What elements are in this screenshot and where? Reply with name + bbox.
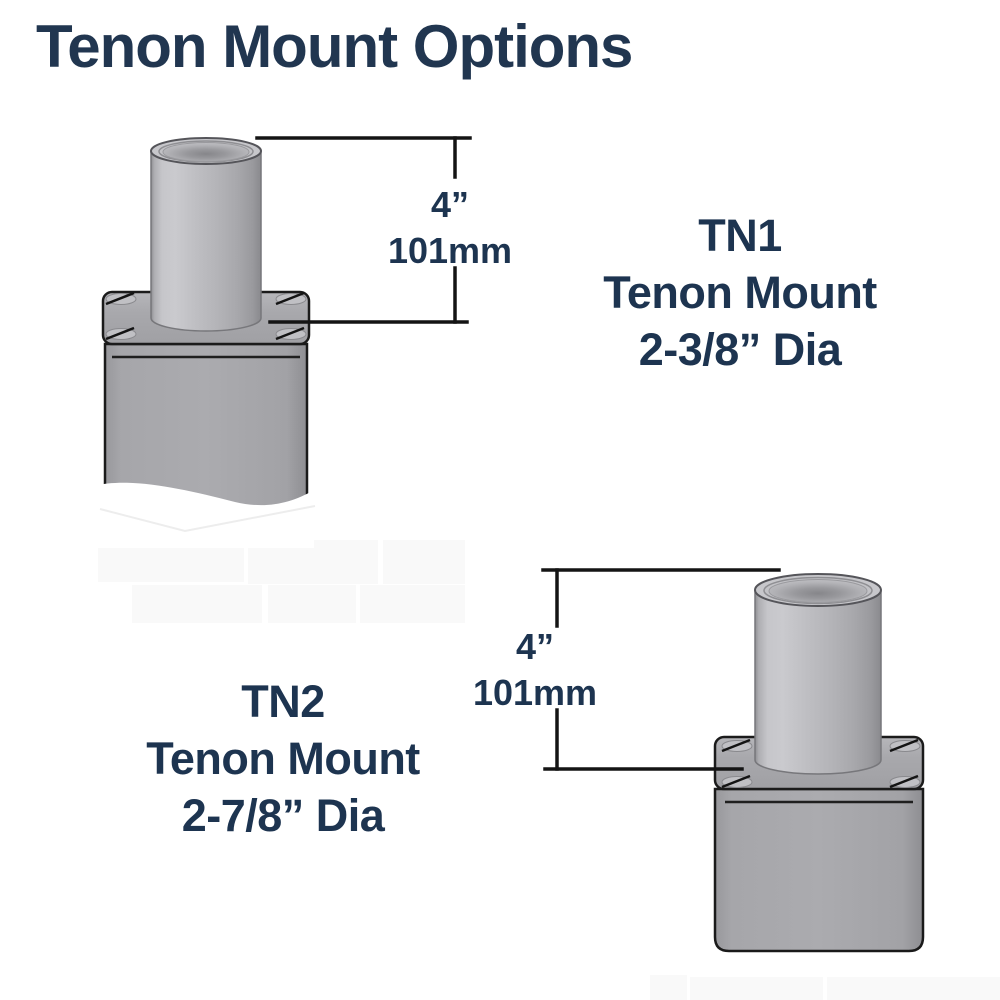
tn1-caption: TN1 Tenon Mount 2-3/8” Dia [603, 207, 877, 378]
tn1-wave-cutoff [93, 482, 314, 548]
tn2-model-id: TN2 [241, 676, 325, 727]
tn1-dimension-lines [255, 136, 472, 324]
tn1-tenon-hole [162, 142, 250, 162]
tn2-dimension-lines [541, 568, 781, 771]
tn2-height-mm: 101mm [472, 672, 598, 713]
tn2-pole-body [713, 787, 925, 953]
tn1-diameter: 2-3/8” Dia [638, 324, 842, 375]
tn2-dimension-label: 4” 101mm [473, 624, 597, 716]
tn1-wave-crease [99, 505, 316, 533]
tn1-model-id: TN1 [698, 210, 782, 261]
tn1-height-mm: 101mm [387, 230, 513, 271]
page-title: Tenon Mount Options [36, 13, 633, 80]
tn2-caption: TN2 Tenon Mount 2-7/8” Dia [146, 673, 420, 844]
tn1-height-inches: 4” [430, 184, 470, 225]
tn2-type: Tenon Mount [146, 733, 420, 784]
tn2-screws [721, 738, 921, 789]
tn2-tenon-hole [768, 579, 868, 603]
tn2-drawing [541, 568, 925, 953]
tn1-drawing [93, 136, 472, 548]
tn1-tenon-cylinder [150, 150, 262, 332]
tn2-tenon-cylinder [754, 589, 882, 775]
tn1-screws [105, 291, 307, 341]
tn2-height-inches: 4” [515, 626, 555, 667]
tn2-diameter: 2-7/8” Dia [181, 790, 385, 841]
tn1-dimension-label: 4” 101mm [388, 182, 512, 274]
tn1-type: Tenon Mount [603, 267, 877, 318]
